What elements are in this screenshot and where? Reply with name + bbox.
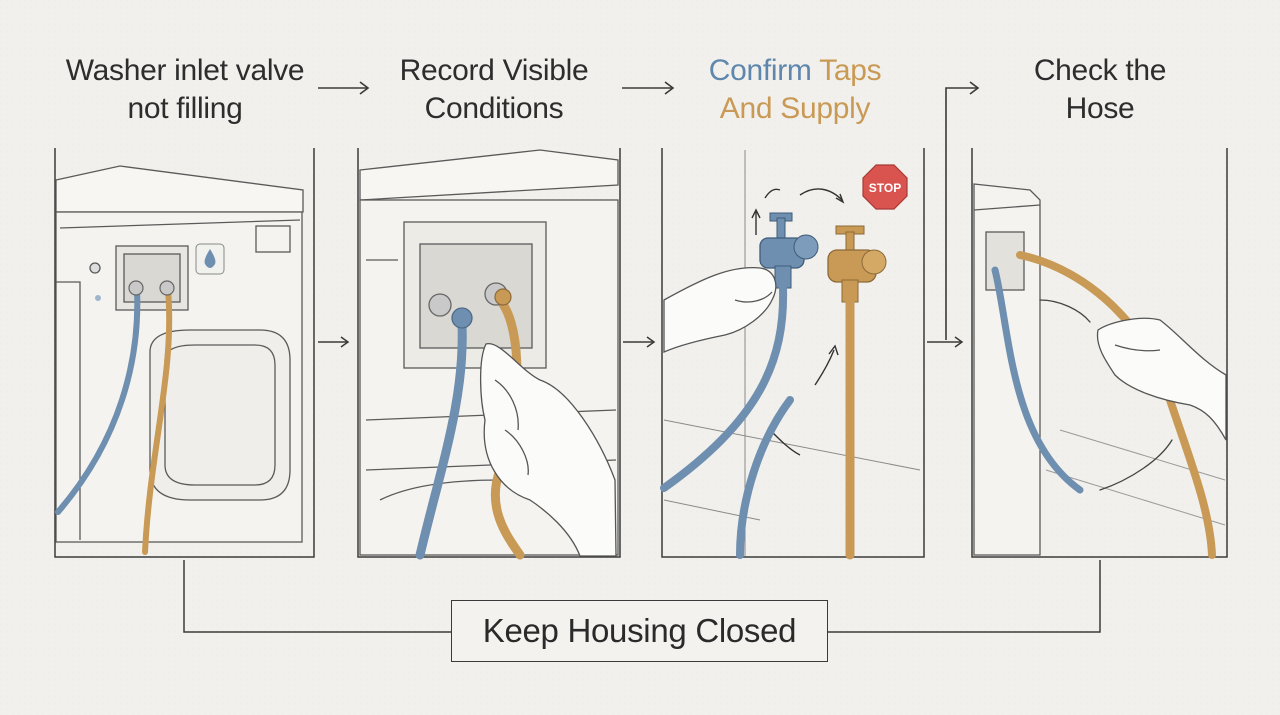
footer-label: Keep Housing Closed <box>482 612 797 649</box>
step-3-word-confirm: Confirm <box>708 54 812 87</box>
panel-arrow-1 <box>318 336 350 348</box>
flow-arrow-3 <box>945 81 980 340</box>
panel-3-gloved-hand <box>663 266 777 353</box>
hot-tap <box>827 225 887 303</box>
flow-arrow-2 <box>622 81 675 95</box>
footer-note: Keep Housing Closed <box>451 600 828 662</box>
panel-2-frame <box>357 148 621 558</box>
panel-4-gloved-hand <box>1096 317 1227 441</box>
step-1-label: Washer inlet valve not filling <box>65 54 305 125</box>
stop-icon: STOP <box>862 164 908 210</box>
panel-arrow-3 <box>927 336 964 348</box>
step-2-label: Record Visible Conditions <box>399 54 589 125</box>
panel-arrow-2 <box>623 336 656 348</box>
panel-4-washer <box>973 183 1226 556</box>
step-4-label: Check the Hose <box>1033 54 1167 125</box>
footer-connector <box>183 560 1101 633</box>
flow-arrow-1 <box>318 81 370 95</box>
panel-3-frame <box>661 148 925 558</box>
step-3-word-taps: Taps <box>819 54 882 87</box>
panel-1-washer <box>55 165 304 543</box>
panel-2-gloved-hand <box>479 343 617 557</box>
panel-3-hoses <box>660 284 855 560</box>
stop-label: STOP <box>869 181 901 195</box>
step-3-label: Confirm Taps And Supply <box>708 54 882 125</box>
panel-1-frame <box>54 148 315 558</box>
panel-3-rotate-arrows <box>751 188 845 456</box>
cold-tap <box>759 212 819 289</box>
panel-1-hoses <box>55 280 175 555</box>
panel-1-water-drop-icon <box>195 243 225 275</box>
panel-4-frame <box>971 148 1228 558</box>
